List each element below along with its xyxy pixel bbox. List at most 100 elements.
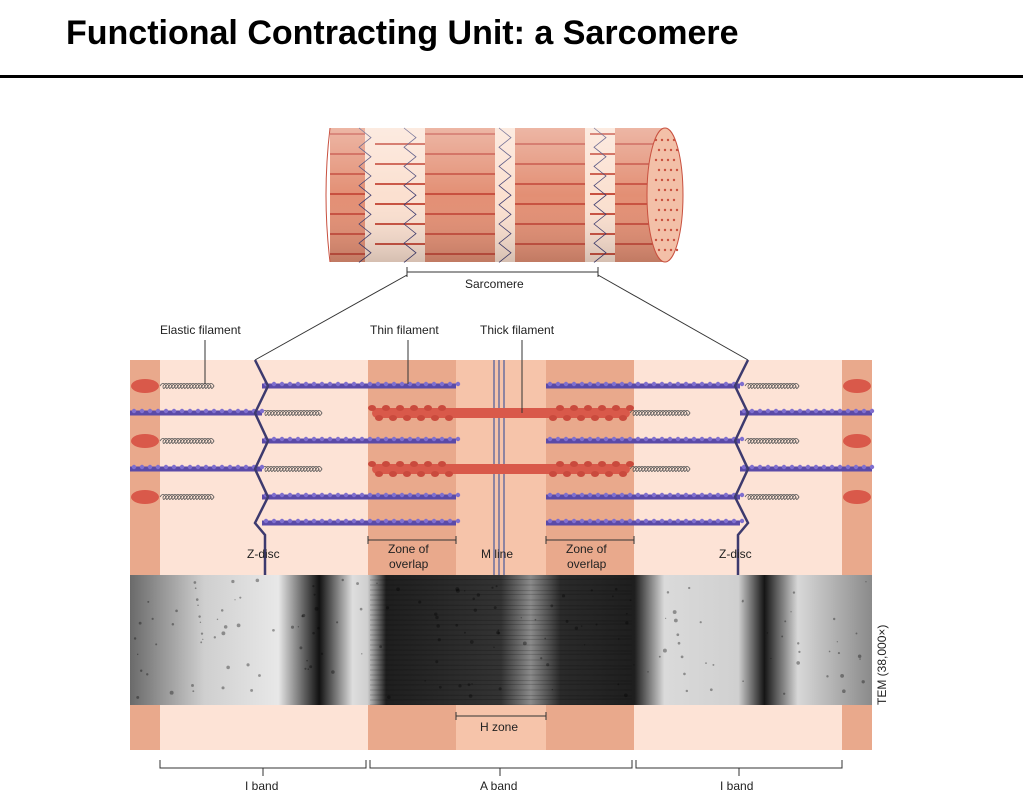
cylinder-end-dot [669, 208, 673, 212]
actin-bead [243, 408, 249, 414]
actin-bead [271, 381, 277, 387]
actin-bead [635, 381, 641, 387]
actin-bead [861, 408, 867, 414]
tem-speck [784, 620, 787, 623]
actin-bead [367, 518, 373, 524]
actin-bead [635, 436, 641, 442]
tem-speck [361, 653, 363, 655]
myosin-head [598, 461, 606, 467]
actin-bead [243, 464, 249, 470]
actin-bead [375, 381, 381, 387]
tem-streak [369, 664, 633, 667]
actin-bead [447, 518, 453, 524]
actin-bead [439, 492, 445, 498]
actin-bead [431, 436, 437, 442]
actin-bead [821, 464, 827, 470]
actin-bead [667, 492, 673, 498]
tem-speck [301, 615, 304, 618]
myosin-head [438, 461, 446, 467]
tem-speck [797, 642, 800, 645]
actin-bead [359, 492, 365, 498]
a-band-label: A band [480, 779, 517, 793]
actin-bead [271, 492, 277, 498]
cylinder-end-dot [660, 198, 664, 202]
myosin-head [375, 415, 383, 421]
actin-bead [547, 518, 553, 524]
actin-bead [619, 518, 625, 524]
cylinder-end-dot [666, 198, 670, 202]
tem-speck [497, 631, 501, 635]
cylinder-end-dot [660, 178, 664, 182]
cylinder-end-dot [675, 248, 679, 252]
tem-speck [195, 598, 199, 601]
actin-bead [643, 492, 649, 498]
band-strip [130, 705, 872, 750]
tem-speck [396, 587, 400, 592]
tem-speck [565, 619, 569, 623]
actin-bead [187, 464, 193, 470]
myosin-head [584, 405, 592, 411]
tem-speck [436, 624, 440, 628]
actin-bead [643, 518, 649, 524]
tem-streak [369, 649, 633, 652]
actin-bead [635, 518, 641, 524]
actin-bead [595, 492, 601, 498]
actin-bead [439, 518, 445, 524]
actin-bead [611, 436, 617, 442]
actin-bead [563, 436, 569, 442]
actin-bead [163, 408, 169, 414]
tem-speck [314, 606, 319, 611]
tem-speck [614, 587, 618, 591]
actin-bead [319, 492, 325, 498]
actin-bead [311, 492, 317, 498]
actin-bead [837, 408, 843, 414]
actin-bead [367, 436, 373, 442]
actin-bead [739, 436, 745, 442]
tem-speck [520, 617, 522, 619]
cylinder-end-dot [660, 218, 664, 222]
myosin-head [626, 405, 634, 411]
actin-bead [383, 492, 389, 498]
tem-speck [175, 609, 178, 613]
actin-bead [391, 436, 397, 442]
actin-bead [797, 408, 803, 414]
actin-bead [271, 436, 277, 442]
actin-bead [571, 518, 577, 524]
cylinder-end-dot [669, 188, 673, 192]
actin-bead [211, 464, 217, 470]
actin-bead [311, 436, 317, 442]
tem-speck [583, 644, 586, 646]
actin-bead [399, 518, 405, 524]
myosin-head [438, 405, 446, 411]
actin-bead [667, 518, 673, 524]
cylinder-end-dot [666, 138, 670, 142]
actin-bead [571, 492, 577, 498]
actin-bead [455, 436, 461, 442]
tem-streak [369, 589, 633, 592]
tem-speck [664, 617, 667, 620]
elastic-filament [744, 438, 800, 444]
tem-speck [435, 615, 439, 620]
actin-bead [155, 408, 161, 414]
tem-speck [133, 637, 137, 640]
tem-speck [136, 695, 140, 699]
actin-bead [391, 518, 397, 524]
actin-bead [723, 492, 729, 498]
tem-speck [792, 591, 796, 594]
myosin-end [843, 379, 871, 393]
actin-bead [651, 381, 657, 387]
tem-speck [677, 641, 681, 645]
tem-speck [590, 589, 593, 592]
actin-bead [415, 436, 421, 442]
actin-bead [447, 381, 453, 387]
myosin-head [424, 405, 432, 411]
tem-speck [313, 593, 316, 596]
elastic-filament [629, 466, 691, 472]
tem-speck [840, 673, 845, 678]
tem-speck [194, 587, 197, 590]
actin-bead [211, 408, 217, 414]
actin-bead [595, 518, 601, 524]
actin-bead [699, 492, 705, 498]
actin-bead [603, 381, 609, 387]
cylinder-end-dot [669, 168, 673, 172]
